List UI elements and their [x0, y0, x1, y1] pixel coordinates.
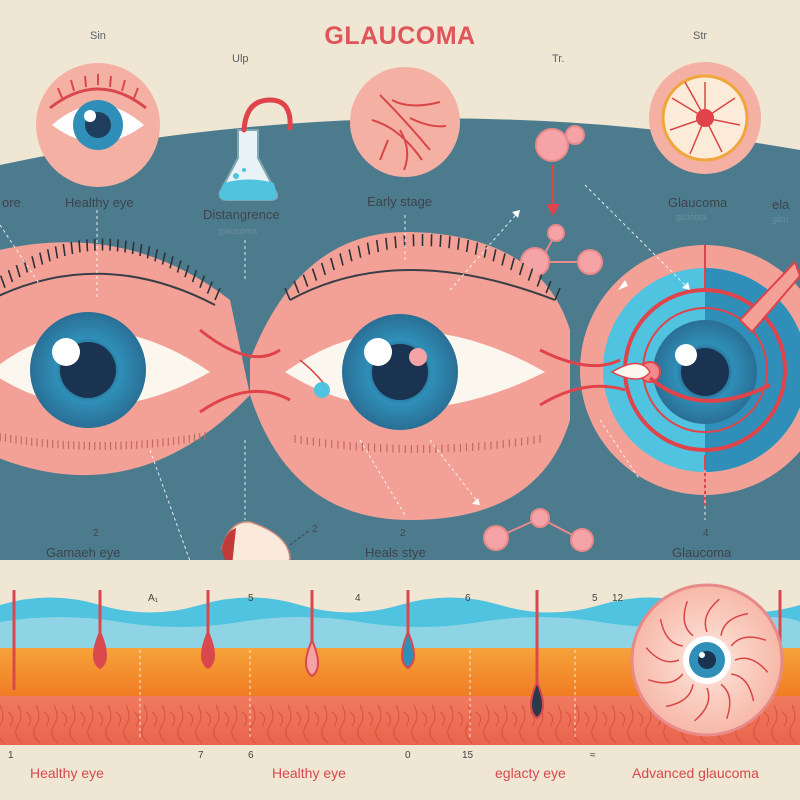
- lid-connector: [199, 328, 626, 414]
- strip-number: 5: [248, 593, 254, 604]
- strip-number: 5: [592, 593, 598, 604]
- healthy-eye-disc: [36, 63, 160, 187]
- lower-lashes: [0, 432, 541, 453]
- caption-right-edge-sub: glcu: [772, 214, 789, 224]
- top-label-tr: Tr.: [552, 53, 565, 65]
- strip-guides: [139, 650, 576, 740]
- mid-number-center: 2: [400, 528, 406, 539]
- strip-number: 12: [612, 593, 624, 604]
- footer-eglacty-eye: eglacty eye: [495, 765, 566, 781]
- caption-glaucoma-top-sub: glcicota: [676, 212, 707, 222]
- footer-advanced-glaucoma: Advanced glaucoma: [632, 765, 759, 781]
- caption-early-stage: Early stage: [367, 194, 433, 209]
- caption-healthy-eye: Healthy eye: [65, 195, 134, 210]
- top-label-sin: Sin: [90, 30, 106, 42]
- eye-left: [0, 272, 216, 428]
- lens-fragment-icon: [221, 521, 311, 568]
- caption-gamaen-eye: Gamaeh eye: [46, 545, 121, 560]
- mid-number-left: 2: [93, 528, 99, 539]
- page-title: GLAUCOMA: [324, 22, 476, 50]
- caption-glaucoma-mid: Glaucoma: [672, 545, 732, 560]
- top-label-ulp: Ulp: [232, 53, 249, 65]
- caption-divergence-sub: glaucoma: [218, 226, 258, 236]
- retina-vessel-disc: [350, 67, 460, 177]
- strip-number: A₁: [148, 593, 159, 604]
- guide-arrows: [190, 210, 690, 575]
- caption-heals-tye: Heals stye: [365, 545, 426, 560]
- mid-number-right: 4: [703, 528, 709, 539]
- guide-lines: [0, 184, 706, 576]
- footer-healthy-eye-2: Healthy eye: [272, 765, 346, 781]
- eye-right: [610, 245, 800, 505]
- eye-center: [285, 269, 556, 430]
- caption-left-edge: ore: [2, 195, 21, 210]
- optic-disc-icon: [649, 62, 761, 174]
- eyelashes: [0, 234, 561, 301]
- caption-divergence: Distangrence: [203, 207, 280, 222]
- footer-healthy-eye-1: Healthy eye: [30, 765, 104, 781]
- tissue-probes: [12, 590, 782, 720]
- flask-icon: [218, 97, 293, 201]
- molecule-cluster: [483, 125, 603, 552]
- bottom-number: ≈: [590, 750, 596, 761]
- red-arrows: [546, 165, 560, 217]
- caption-glaucoma-top: Glaucoma: [668, 195, 728, 210]
- top-label-str: Str: [693, 30, 708, 42]
- strip-number: 6: [465, 593, 471, 604]
- bottom-number: 0: [405, 750, 411, 761]
- strip-number: 4: [355, 593, 361, 604]
- bottom-number: 1: [8, 750, 14, 761]
- mid-number-arrow: 2: [312, 524, 318, 535]
- caption-right-edge: ela: [772, 197, 790, 212]
- bottom-number: 6: [248, 750, 254, 761]
- bottom-number: 7: [198, 750, 204, 761]
- advanced-glaucoma-disc: [630, 583, 784, 737]
- bottom-number: 15: [462, 750, 474, 761]
